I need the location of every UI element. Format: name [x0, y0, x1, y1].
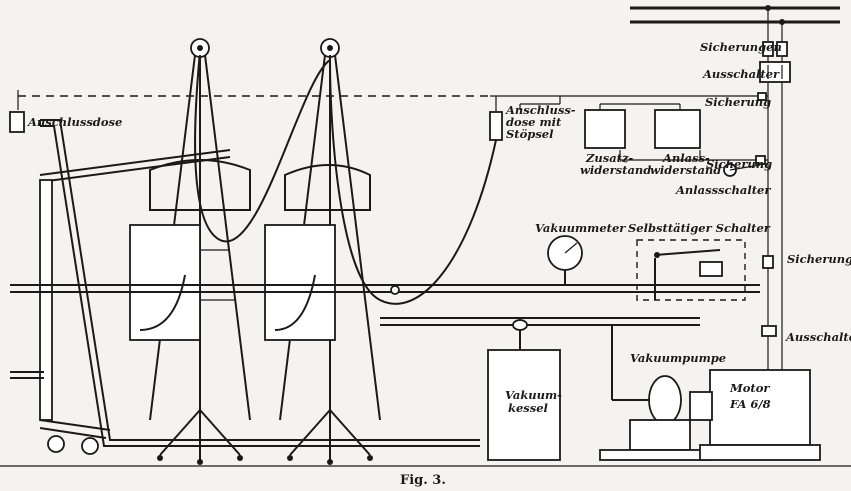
label-motor-2: FA 6/8 [729, 397, 771, 411]
label-sicherungen-right: Sicherungen [787, 252, 851, 266]
label-motor-1: Motor [729, 381, 770, 395]
label-sicherung-1: Sicherung [705, 95, 771, 109]
starter-wiring [490, 92, 768, 165]
anschlussdose-left [9, 111, 25, 133]
vakuumpumpe [599, 325, 711, 461]
vacuum-pipe [10, 284, 760, 326]
vakuumkessel-tank [487, 318, 561, 461]
label-sicherungen-top: Sicherungen [700, 40, 782, 54]
switch-right [761, 325, 777, 337]
supply-cable [17, 90, 490, 110]
main-switch-top [759, 61, 791, 83]
label-ausschalter-top: Ausschalter [702, 67, 780, 81]
label-sicherung-2: Sicherung [706, 157, 772, 171]
label-vakuummeter: Vakuummeter [535, 221, 626, 235]
label-anlasswiderstand-1: Anlass- [662, 151, 710, 165]
label-vakuumkessel-2: kessel [508, 401, 549, 415]
label-anschlussdose-stoepsel-2: dose mit [506, 115, 562, 129]
pulley-mast-1 [129, 38, 251, 465]
selbsttaetiger-schalter [636, 239, 746, 301]
label-vakuumpumpe: Vakuumpumpe [630, 351, 726, 365]
vakuummeter-gauge [547, 235, 583, 285]
pulley-mast-2 [264, 38, 381, 465]
label-anschlussdose-stoepsel-1: Anschluss- [505, 103, 576, 117]
zusatzwiderstand-box [584, 109, 626, 149]
anlasswiderstand-box [654, 109, 701, 149]
label-ausschalter-right: Ausschalter [785, 330, 851, 344]
fuses-right [762, 255, 774, 269]
label-vakuumkessel-1: Vakuum- [505, 388, 562, 402]
main-fuses-top [762, 41, 788, 57]
figure-caption: Fig. 3. [400, 473, 446, 488]
label-anlassschalter: Anlassschalter [675, 183, 771, 197]
rolling-frame [10, 119, 480, 455]
label-anschlussdose-stoepsel-3: Stöpsel [506, 127, 554, 141]
label-selbsttaetiger-schalter: Selbsttätiger Schalter [628, 221, 771, 235]
label-zusatzwiderstand-2: widerstand [580, 163, 651, 177]
flexible-cable-2 [194, 49, 331, 243]
label-anlasswiderstand-2: widerstand [650, 163, 721, 177]
anlassschalter [723, 163, 761, 177]
flexible-cable [329, 59, 497, 305]
label-zusatzwiderstand-1: Zusatz- [585, 151, 634, 165]
motor [689, 369, 821, 461]
